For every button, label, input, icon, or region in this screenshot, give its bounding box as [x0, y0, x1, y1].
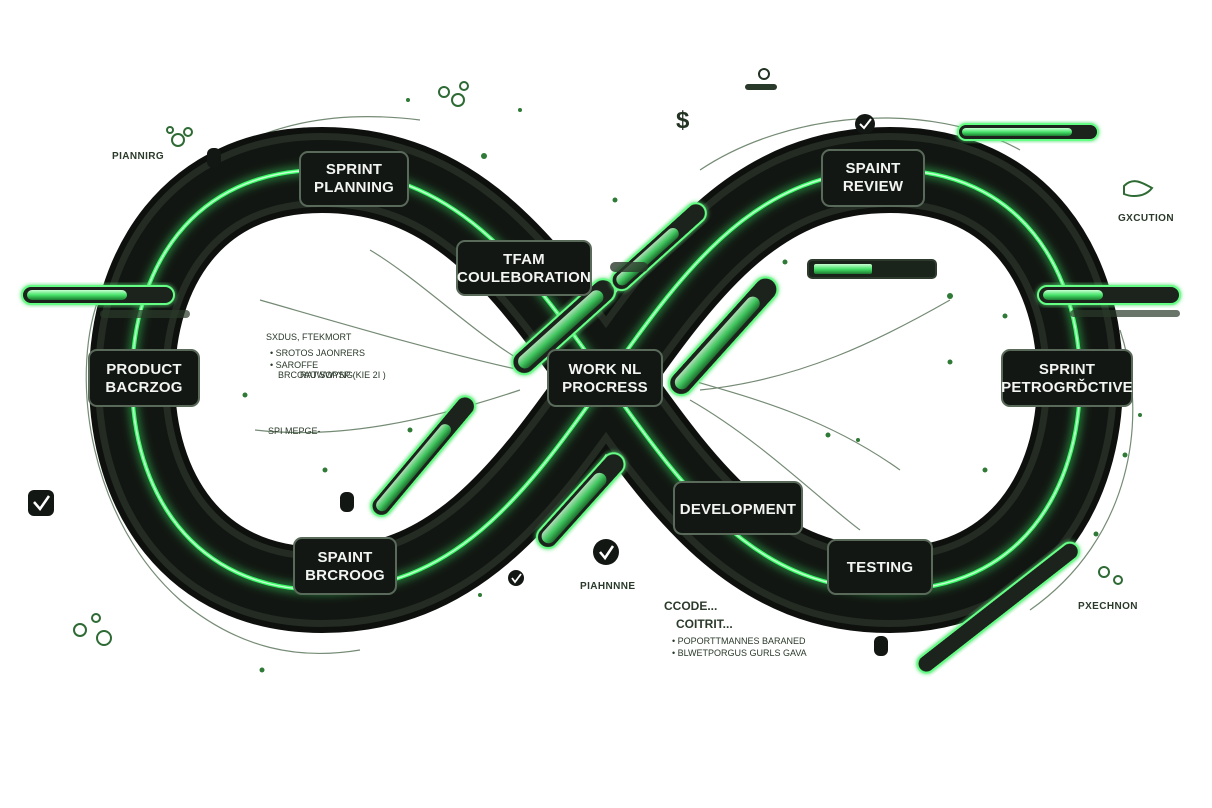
node-development-label: DEVELOPMENT [680, 501, 796, 518]
stage-nodes: SPRINT PLANNING TFAM COULEBORATION PRODU… [88, 149, 1133, 595]
check-icon-bottom-left [508, 570, 524, 586]
note-bottom-title: CCODE... [664, 599, 717, 613]
node-work-in-process-line-2: PROCRESS [562, 379, 648, 396]
note-bottom-sub: COITRIT... [676, 617, 733, 631]
label-execution-top-right: GXCUTION [1118, 213, 1174, 224]
note-bottom-line-1: • POPORTTMANNES BARANED [672, 636, 806, 646]
note-bottom-line-2: • BLWETPORGUS GURLS GAVA [672, 648, 807, 658]
notes: SXDUS, FTEKMORT • SROTOS JAONRERS • SARO… [266, 332, 807, 658]
node-development[interactable]: DEVELOPMENT [673, 481, 803, 535]
node-sprint-backlog[interactable]: SPAINT BRCROOG [293, 537, 397, 595]
hand-icon [1123, 180, 1154, 197]
node-product-backlog-line-1: PRODUCT [106, 361, 182, 378]
node-testing[interactable]: TESTING [827, 539, 933, 595]
progress-bars [21, 84, 1181, 674]
gear-icon-top-left [166, 126, 193, 147]
marker-mid-left [340, 492, 354, 512]
marker-bottom-right [874, 636, 888, 656]
node-work-in-process-line-1: WORK NL [568, 361, 641, 378]
node-sprint-review-line-2: REVIEW [843, 178, 904, 195]
note-left-mid: SPI MEPGE- [268, 426, 321, 436]
check-icon-left [28, 490, 54, 516]
note-left-line-4: BRCOAUWWYNG [278, 370, 353, 380]
side-labels: PIANNIRG GXCUTION PIAHNNNE PXECHNON [112, 151, 1174, 612]
node-team-collaboration-line-1: TFAM [503, 251, 545, 268]
node-testing-label: TESTING [847, 559, 913, 576]
node-sprint-review-line-1: SPAINT [845, 160, 900, 177]
node-sprint-retrospective-line-2: PETROGRĎCTIVE [1001, 378, 1133, 396]
label-execution-bottom-right: PXECHNON [1078, 601, 1138, 612]
icons: $ [28, 68, 1154, 656]
label-planning-top-left: PIANNIRG [112, 151, 164, 162]
node-sprint-retrospective-line-1: SPRINT [1039, 361, 1095, 378]
dot-icon-top [758, 68, 770, 80]
node-sprint-planning-line-1: SPRINT [326, 161, 382, 178]
gear-icon-top-center [438, 81, 469, 107]
node-sprint-planning-line-2: PLANNING [314, 179, 394, 196]
node-product-backlog[interactable]: PRODUCT BACRZOG [88, 349, 200, 407]
check-icon-bottom [593, 539, 619, 565]
node-product-backlog-line-2: BACRZOG [105, 379, 182, 396]
node-work-in-process[interactable]: WORK NL PROCRESS [547, 349, 663, 407]
node-sprint-planning[interactable]: SPRINT PLANNING [299, 151, 409, 207]
marker-top-left [207, 148, 221, 168]
note-left-line-3: • SAROFFE [270, 360, 318, 370]
note-left-tail: RAT’SOPSP (KIE 2I ) [300, 370, 386, 380]
node-team-collaboration-line-2: COULEBORATION [457, 269, 591, 286]
svg-text:$: $ [676, 107, 690, 134]
node-sprint-review[interactable]: SPAINT REVIEW [821, 149, 925, 207]
label-planning-bottom: PIAHNNNE [580, 581, 635, 592]
node-sprint-retrospective[interactable]: SPRINT PETROGRĎCTIVE [1001, 349, 1133, 407]
note-left-line-2: • SROTOS JAONRERS [270, 348, 365, 358]
node-sprint-backlog-line-2: BRCROOG [305, 567, 385, 584]
node-sprint-backlog-line-1: SPAINT [317, 549, 372, 566]
node-team-collaboration[interactable]: TFAM COULEBORATION [456, 240, 592, 296]
gear-icon-bottom-left [73, 613, 112, 646]
gear-icon-bottom-right [1098, 566, 1123, 585]
note-left-line-1: SXDUS, FTEKMORT [266, 332, 352, 342]
check-icon-top [855, 114, 875, 134]
dollar-icon: $ [676, 107, 690, 134]
